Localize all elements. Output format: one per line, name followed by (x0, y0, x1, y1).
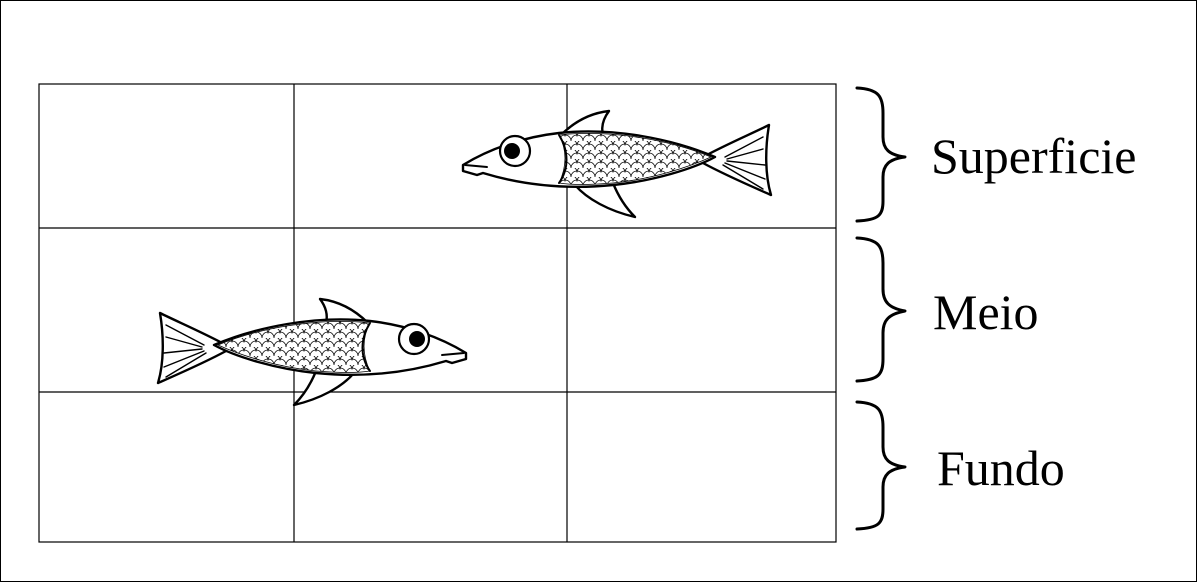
fish-surface (463, 111, 771, 217)
fish-middle (158, 299, 466, 405)
meio-brace (857, 238, 905, 381)
superficie-brace (857, 88, 905, 221)
zone-label-fundo: Fundo (937, 440, 1065, 496)
fundo-brace (857, 402, 905, 529)
zone-label-superficie: Superficie (931, 128, 1136, 184)
zone-label-meio: Meio (933, 284, 1039, 340)
